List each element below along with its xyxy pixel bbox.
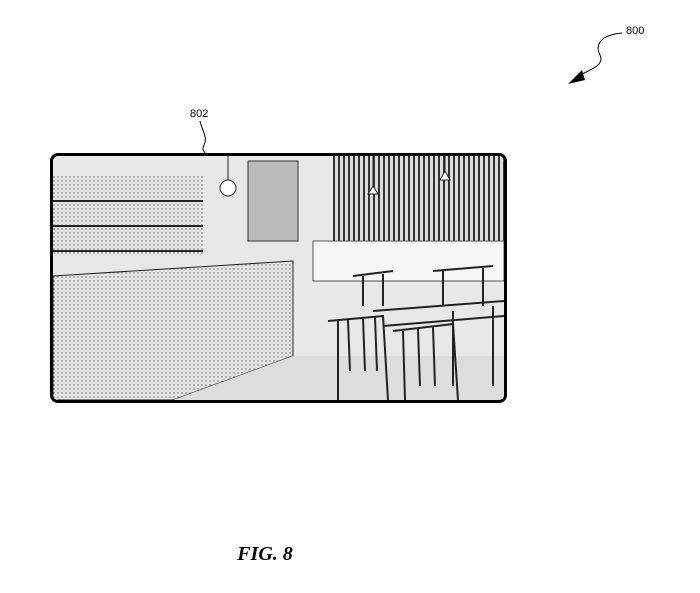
figure-caption: FIG. 8 <box>237 543 293 565</box>
bench <box>312 240 504 282</box>
striped-wall <box>333 156 504 241</box>
reference-numeral-800: 800 <box>626 25 645 37</box>
wall-panel <box>247 160 299 242</box>
cafe-interior-image <box>50 153 507 403</box>
pendant-lamps <box>219 156 451 197</box>
arrowhead-800 <box>568 70 585 84</box>
leader-802 <box>199 120 207 156</box>
reference-numeral-802: 802 <box>190 108 209 120</box>
chairs <box>327 265 504 400</box>
shelves <box>53 176 203 256</box>
arrow-800-leader <box>579 32 623 76</box>
cafe-sketch <box>53 156 504 400</box>
